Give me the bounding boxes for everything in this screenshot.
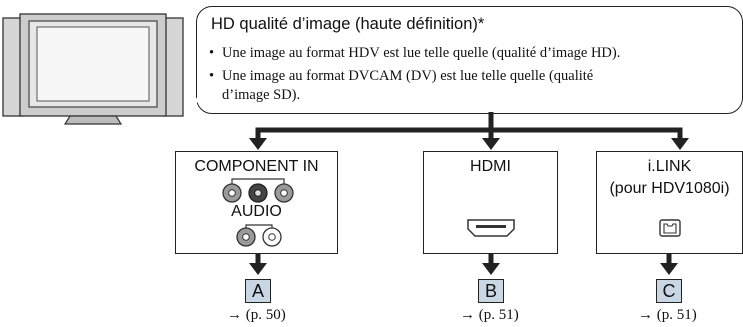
connector-box-hdmi: HDMI	[423, 151, 558, 254]
audio-rca-jacks-icon	[236, 224, 282, 247]
bullet-dvcam-cont: d’image SD).	[222, 87, 301, 103]
bullet-text: Une image au format DVCAM (DV) est lue t…	[222, 68, 594, 84]
badge-b: B	[478, 279, 504, 303]
connector-label: HDMI	[470, 158, 511, 175]
connector-sublabel: AUDIO	[231, 203, 282, 220]
callout-box: HD qualité d’image (haute définition)* •…	[196, 6, 743, 114]
badge-a: A	[245, 279, 271, 303]
connector-sublabel: (pour HDV1080i)	[609, 180, 730, 197]
bullet-text: Une image au format HDV est lue telle qu…	[222, 45, 621, 61]
page-ref-a: → (p. 50)	[227, 307, 286, 323]
page-ref-b: → (p. 51)	[460, 307, 519, 323]
component-rca-jacks-icon	[222, 178, 294, 203]
bullet-dvcam: • Une image au format DVCAM (DV) est lue …	[209, 66, 593, 86]
tv-illustration	[2, 13, 184, 125]
down-arrows	[249, 254, 678, 275]
callout-title: HD qualité d’image (haute définition)*	[211, 15, 485, 33]
branch-arrows	[249, 112, 689, 150]
connector-label: COMPONENT IN	[194, 158, 319, 175]
badge-c: C	[656, 279, 682, 303]
bullet-marker: •	[209, 45, 215, 61]
ilink-port-icon	[659, 219, 681, 237]
callout-tail	[186, 94, 210, 110]
connector-box-ilink: i.LINK (pour HDV1080i)	[596, 151, 743, 254]
hdmi-port-icon	[467, 219, 515, 237]
bullet-hdv: • Une image au format HDV est lue telle q…	[209, 43, 620, 63]
connector-box-component: COMPONENT IN AUDIO	[175, 151, 338, 254]
connector-label: i.LINK	[647, 158, 692, 175]
bullet-marker: •	[209, 68, 215, 84]
page-ref-c: → (p. 51)	[638, 307, 697, 323]
